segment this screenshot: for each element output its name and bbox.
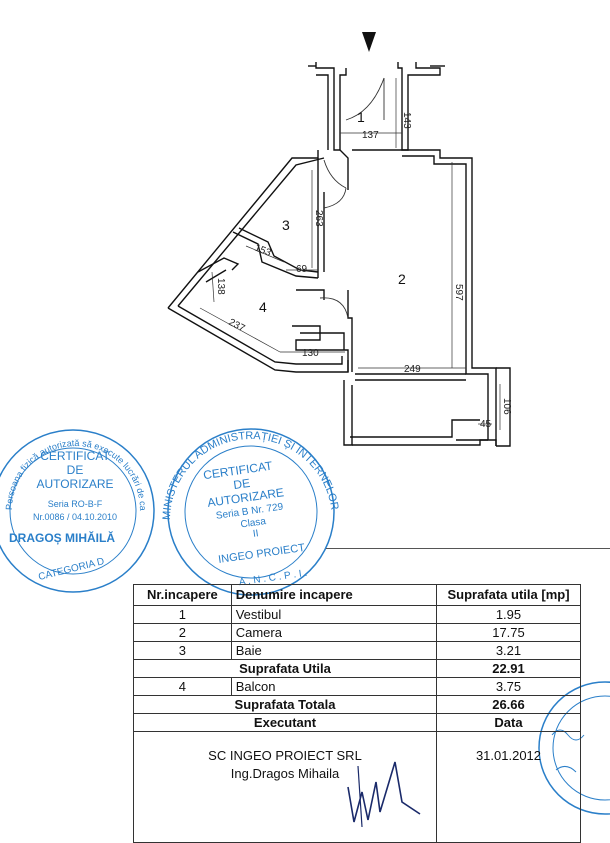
summary-table: Nr.incapere Denumire incapere Suprafata … [133, 584, 582, 843]
total-area-row: Suprafata Totala 26.66 [133, 695, 582, 714]
useful-area-row: Suprafata Utila 22.91 [133, 659, 582, 678]
dim-130: 130 [302, 348, 319, 359]
walls [167, 62, 511, 447]
dim-263: 263 [313, 210, 324, 227]
row-area: 3.21 [435, 641, 582, 660]
table-row: 2 Camera 17.75 [133, 623, 582, 642]
room-number-3: 3 [282, 217, 290, 233]
wall-vestibule-left [315, 62, 347, 151]
header-area: Suprafata utila [mp] [435, 584, 582, 606]
left-stamp-arc: Persoana fizică autorizată să execute lu… [0, 0, 148, 511]
useful-area-label: Suprafata Utila [133, 659, 437, 678]
executant-row: Executant Data [133, 713, 582, 732]
row-nr: 1 [133, 605, 232, 624]
dim-69: 69 [296, 264, 308, 275]
wall-outer-diagonal [167, 150, 319, 309]
door-balcony [319, 297, 349, 319]
center-stamp-line6: II [252, 528, 259, 540]
wall-vestibule-left-inner [316, 74, 329, 150]
wall-terrace-left [343, 380, 353, 446]
center-stamp-line2: DE [232, 476, 250, 492]
header-nr: Nr.incapere [133, 584, 232, 606]
balcony-name: Balcon [230, 677, 437, 696]
date-label: Data [435, 713, 582, 732]
room-number-4: 4 [259, 299, 267, 315]
entrance-arrow-icon [362, 32, 376, 52]
door-room [323, 159, 347, 189]
left-stamp-line5: Nr.0086 / 04.10.2010 [33, 512, 117, 522]
left-stamp-text: Persoana fizică autorizată să execute lu… [0, 0, 148, 583]
row-name: Vestibul [230, 605, 437, 624]
total-area-label: Suprafata Totala [133, 695, 437, 714]
center-stamp-company: INGEO PROIECT [218, 542, 306, 566]
dim-249: 249 [404, 364, 421, 375]
balcony-nr: 4 [133, 677, 232, 696]
left-stamp-name: DRAGOȘ MIHĂILĂ [9, 530, 115, 545]
executant-cell: SC INGEO PROIECT SRL Ing.Dragos Mihaila [133, 731, 437, 843]
row-name: Camera [230, 623, 437, 642]
row-nr: 3 [133, 641, 232, 660]
door-entrance [345, 77, 385, 121]
signature-scribble-icon [347, 761, 421, 828]
balcony-area: 3.75 [435, 677, 582, 696]
separator-line [326, 548, 610, 549]
header-name: Denumire incapere [230, 584, 437, 606]
wall-inner-diagonal [177, 157, 325, 307]
center-stamp-line5: Clasa [240, 516, 267, 531]
dim-45: 45 [480, 419, 492, 430]
company-name: SC INGEO PROIECT SRL [208, 748, 362, 763]
svg-text:Persoana fizică autorizată să: Persoana fizică autorizată să execute lu… [0, 0, 148, 511]
signature-row: SC INGEO PROIECT SRL Ing.Dragos Mihaila … [133, 731, 582, 843]
left-stamp-line4: Seria RO-B-F [48, 499, 103, 509]
total-area-value: 26.66 [435, 695, 582, 714]
row-nr: 2 [133, 623, 232, 642]
door-swings [319, 77, 385, 319]
dim-143: 143 [401, 112, 412, 129]
engineer-name: Ing.Dragos Mihaila [230, 766, 340, 781]
left-stamp [0, 429, 155, 593]
row-name: Baie [230, 641, 437, 660]
useful-area-value: 22.91 [435, 659, 582, 678]
left-stamp-line1: CERTIFICAT [40, 449, 110, 463]
room-number-1: 1 [357, 109, 365, 125]
row-area: 1.95 [435, 605, 582, 624]
dim-106: 106 [501, 398, 512, 415]
door-bath [323, 187, 347, 209]
wall-balcony-right [292, 325, 349, 372]
wall-balcony-top [197, 257, 240, 273]
dim-597: 597 [453, 284, 464, 301]
table-header-row: Nr.incapere Denumire incapere Suprafata … [133, 584, 582, 606]
wall-bath-bottom [232, 231, 319, 279]
left-stamp-line2: DE [67, 463, 84, 477]
wall-vestibule-right [397, 62, 441, 151]
row-area: 17.75 [435, 623, 582, 642]
dim-137: 137 [362, 130, 379, 141]
room-number-2: 2 [398, 271, 406, 287]
table-row: 3 Baie 3.21 [133, 641, 582, 660]
table-row: 1 Vestibul 1.95 [133, 605, 582, 624]
dimension-lines [199, 78, 501, 430]
date-value: 31.01.2012 [435, 731, 582, 843]
executant-label: Executant [133, 713, 437, 732]
dim-138: 138 [215, 278, 226, 295]
table-row: 4 Balcon 3.75 [133, 677, 582, 696]
left-stamp-line3: AUTORIZARE [36, 477, 113, 491]
